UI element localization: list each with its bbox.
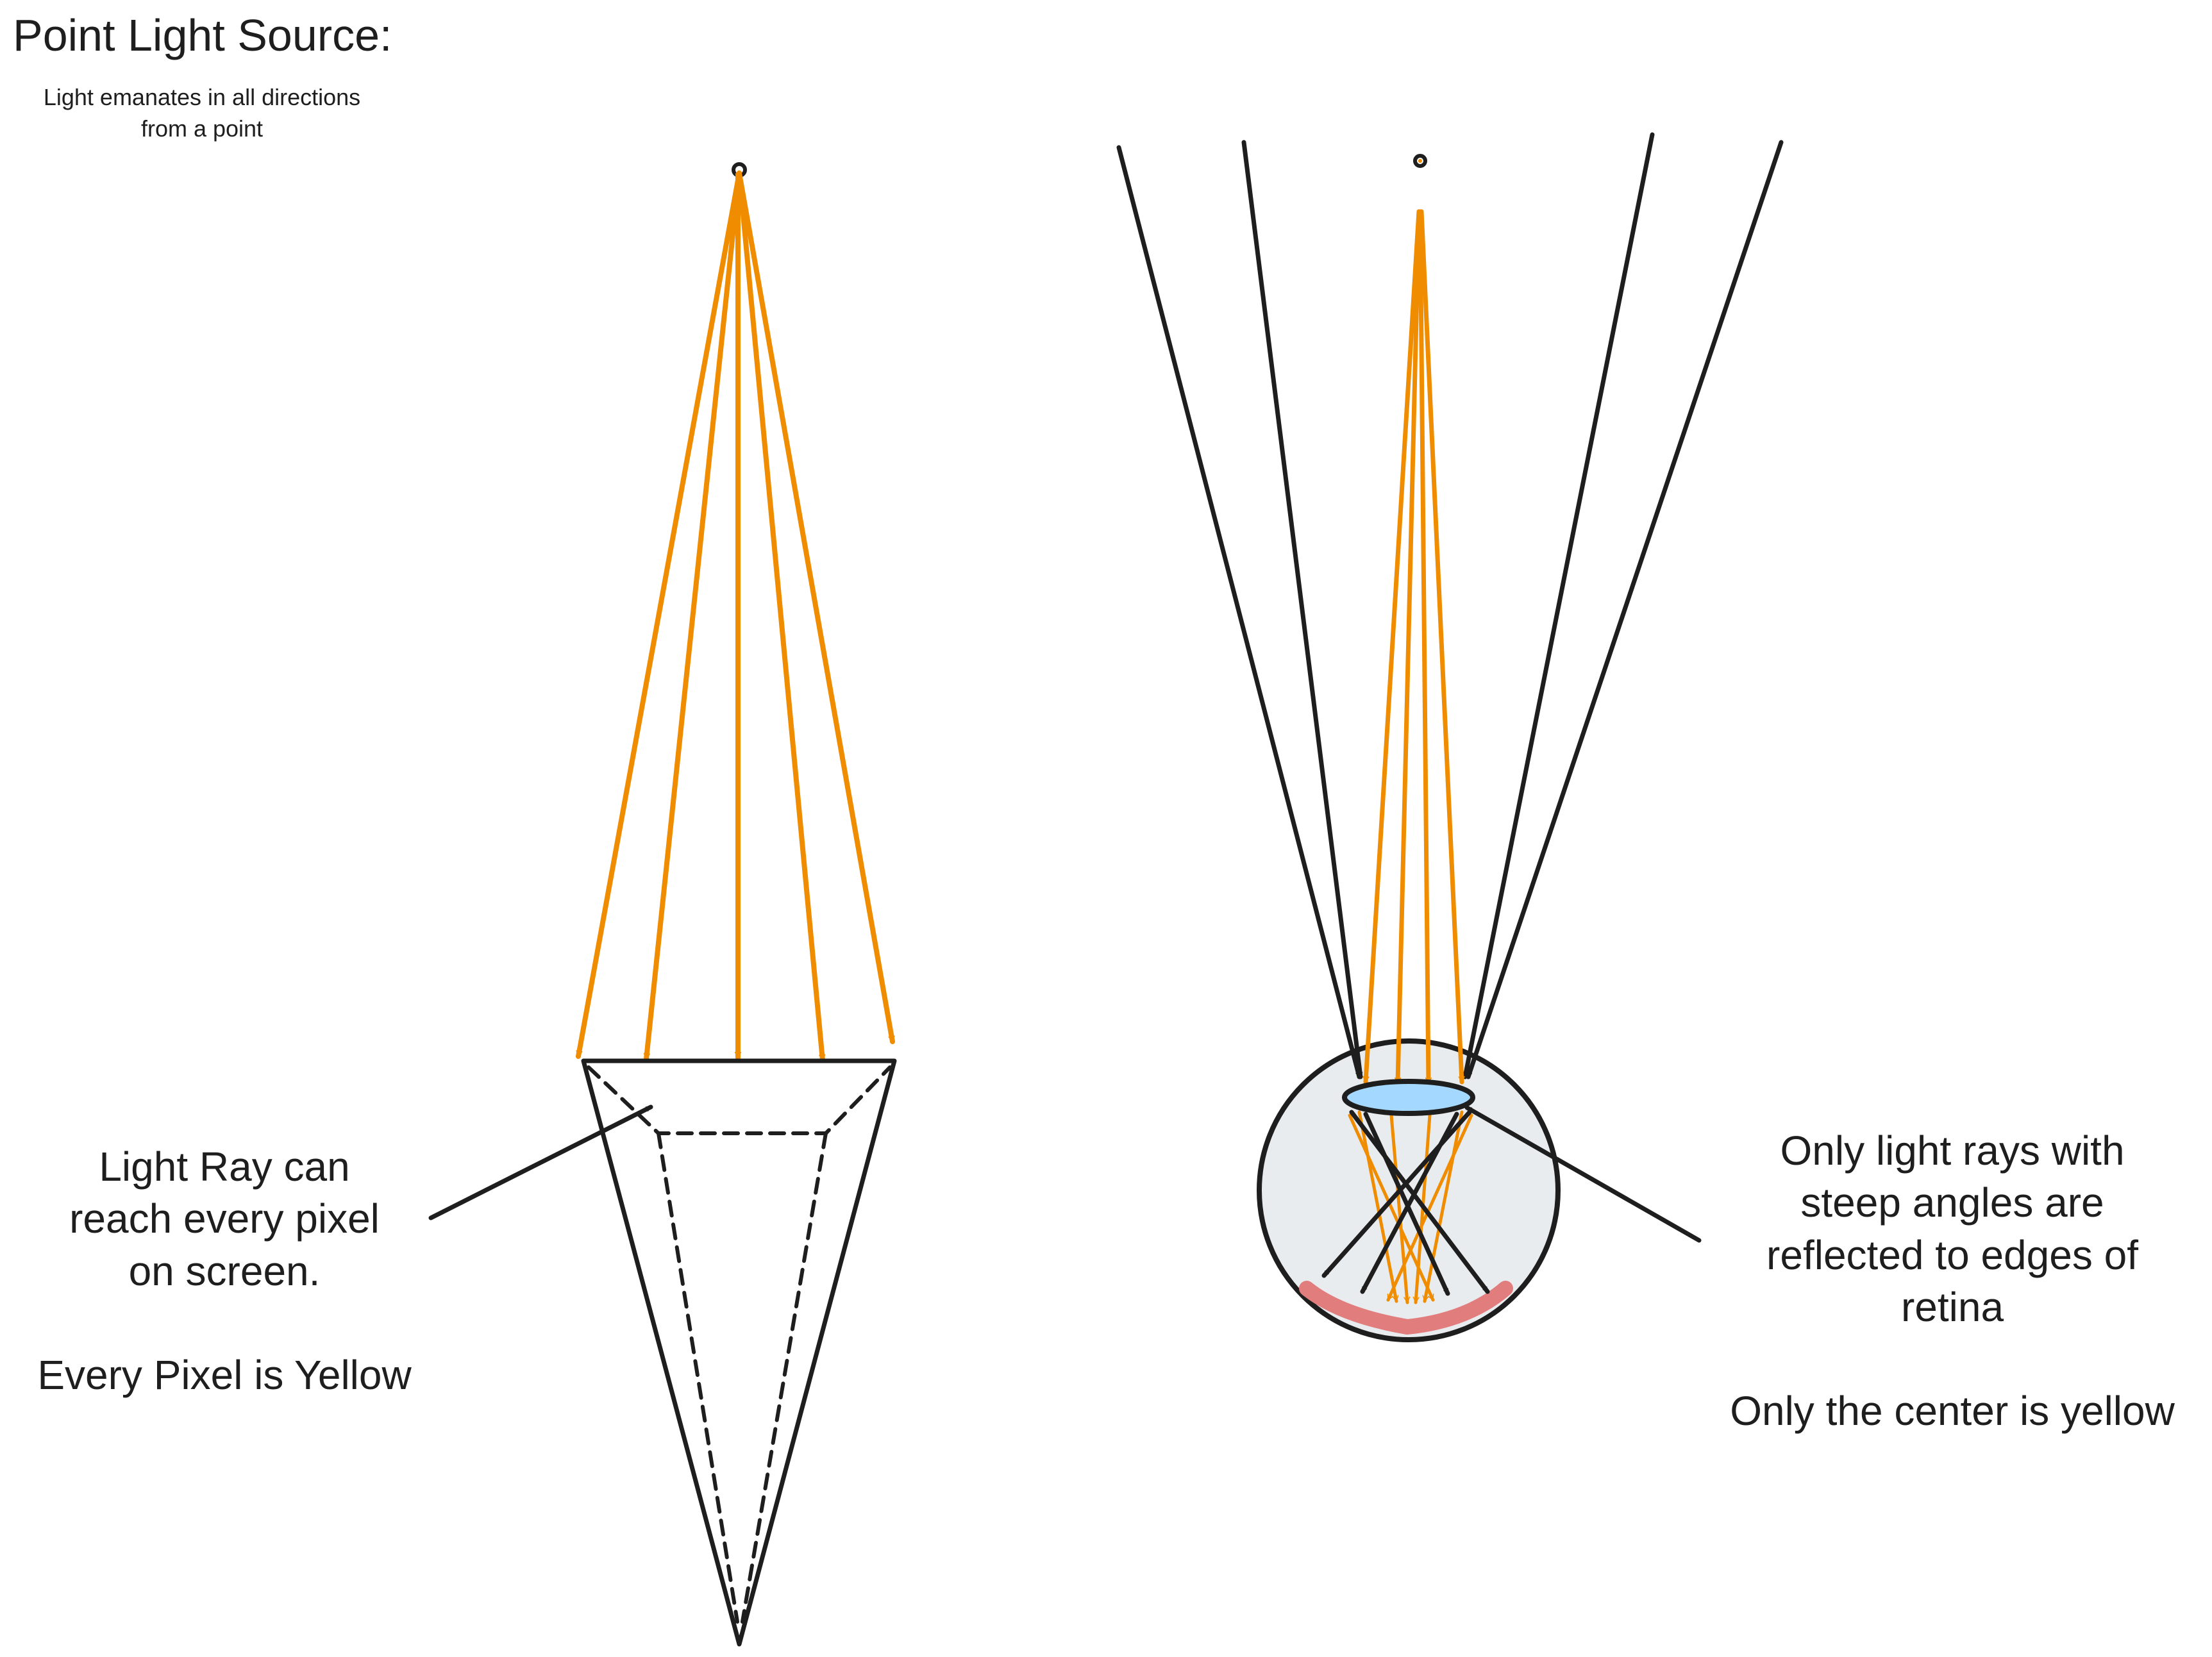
steep-light-ray (1116, 145, 1362, 1079)
crossing-ray (1349, 1110, 1490, 1294)
eye-light-source-point (1413, 154, 1427, 168)
subtitle-line: Light emanates in all directions (43, 84, 361, 110)
screen-pyramid-hidden-edges (587, 1065, 892, 1135)
refracted-ray (1386, 1113, 1473, 1302)
pointer-arrow-left (428, 1104, 653, 1220)
annotation-line: retina (1900, 1283, 2004, 1330)
light-rays-to-screen (576, 171, 895, 1063)
steep-light-ray (1241, 140, 1363, 1079)
annotation-line: Light Ray can (99, 1144, 350, 1190)
screen-pyramid (581, 1058, 897, 1647)
light-ray (576, 171, 742, 1059)
refracted-ray (1348, 1113, 1435, 1302)
annotation-line: reflected to edges of (1766, 1231, 2138, 1278)
annotation-line: Only the center is yellow (1730, 1388, 2175, 1435)
annotation-line: on screen. (128, 1247, 321, 1294)
annotation-line: reach every pixel (69, 1195, 380, 1242)
eye-light-source-core (1418, 159, 1422, 163)
subtitle-line: from a point (140, 115, 264, 142)
screen-pyramid-hidden-edge (657, 1131, 739, 1624)
steep-light-rays (1116, 132, 1784, 1079)
eye-light-ray (1362, 209, 1421, 1085)
left-diagram (428, 162, 897, 1647)
eye-light-rays (1362, 209, 1465, 1086)
steep-light-ray (1466, 140, 1784, 1079)
light-ray (737, 171, 826, 1063)
steep-light-ray (1462, 132, 1655, 1079)
diagram-title: Point Light Source: (13, 10, 392, 60)
refracted-ray (1422, 1110, 1464, 1303)
screen-pyramid-outline (581, 1058, 897, 1647)
annotation-line: steep angles are (1800, 1179, 2104, 1226)
refracted-ray (1357, 1110, 1399, 1303)
screen-annotation: Light Ray can reach every pixel on scree… (0, 1141, 449, 1401)
crossing-ray (1360, 1112, 1459, 1294)
light-ray (643, 171, 742, 1062)
eye-lens (1342, 1079, 1475, 1116)
annotation-line (1693, 1333, 2212, 1385)
eye-annotation: Only light rays with steep angles are re… (1693, 1125, 2212, 1437)
annotation-line: Only light rays with (1780, 1128, 2125, 1174)
light-ray (737, 171, 895, 1044)
screen-pyramid-hidden-edge (741, 1131, 828, 1624)
eye-light-ray (1418, 209, 1432, 1086)
refracted-rays (1348, 1110, 1473, 1304)
eye-light-ray (1395, 209, 1421, 1086)
eye-light-ray (1419, 209, 1465, 1085)
right-diagram (1116, 132, 1784, 1342)
retina (1299, 1281, 1513, 1335)
refracted-ray (1389, 1113, 1411, 1304)
pointer-arrow-right (1464, 1105, 1702, 1243)
annotation-line (0, 1297, 449, 1349)
crossing-rays (1321, 1110, 1490, 1296)
diagram-subtitle: Light emanates in all directions from a … (0, 82, 404, 144)
annotation-line: Every Pixel is Yellow (37, 1351, 412, 1398)
